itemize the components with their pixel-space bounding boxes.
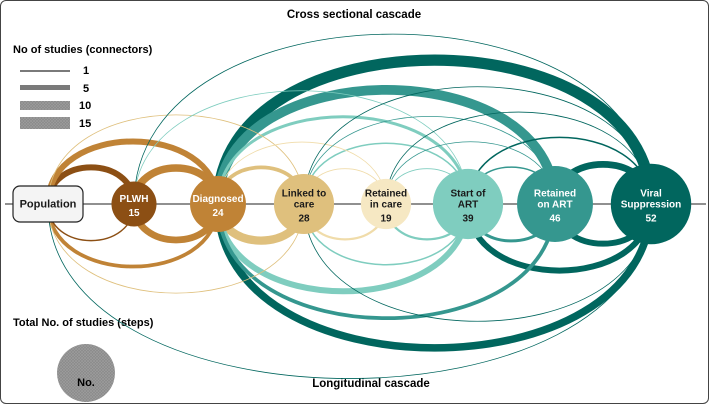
node-plwh: PLWH 15: [111, 181, 157, 227]
legend-label-1: 1: [83, 65, 89, 77]
node-shape-plwh: [111, 181, 157, 227]
node-label-viral: Suppression: [621, 200, 682, 211]
connector-population-to-viral-bottom: [47, 203, 652, 379]
legend-label-10: 10: [79, 100, 91, 112]
node-label-retained_art: Retained: [534, 189, 576, 200]
node-label-diagnosed: Diagnosed: [192, 194, 243, 205]
connector-linked-to-viral-bottom: [303, 203, 652, 322]
node-label-viral: Viral: [640, 189, 662, 200]
nodes: Population PLWH 15 Diagnosed 24 Linked tocare…: [12, 163, 692, 245]
bottom-title: Longitudinal cascade: [312, 378, 430, 390]
node-count-retained_art: 46: [549, 214, 561, 225]
node-label-linked: Linked to: [282, 189, 326, 200]
node-shape-retained_art: [517, 166, 593, 242]
legend-swatch-1: [20, 70, 70, 72]
node-population: Population: [12, 185, 84, 223]
node-count-retained_care: 19: [380, 214, 392, 225]
node-label-retained_care: in care: [370, 200, 403, 211]
legend-swatch-5: [20, 85, 70, 90]
connector-linked-to-viral-top: [303, 86, 652, 205]
connector-diagnosed-to-retained_art-bottom: [216, 202, 557, 321]
connector-linked-to-retained_art-top: [303, 116, 556, 205]
node-count-viral: 52: [645, 214, 657, 225]
node-label-retained_care: Retained: [365, 189, 407, 200]
node-shape-viral: [610, 163, 692, 245]
step-legend-circle: [57, 344, 115, 402]
connector-population-to-diagnosed-bottom: [46, 202, 220, 269]
legend-swatch-15: [20, 117, 70, 129]
connector-plwh-to-viral-top: [133, 33, 652, 205]
connector-diagnosed-to-start_art-bottom: [215, 201, 471, 295]
node-count-diagnosed: 24: [212, 208, 224, 219]
node-label-start_art: ART: [458, 200, 479, 211]
connector-legend: 1 5 10 15: [20, 65, 91, 130]
node-shape-population: [12, 185, 84, 223]
connector-diagnosed-to-viral-top: [212, 54, 657, 210]
node-count-linked: 28: [298, 214, 310, 225]
connector-diagnosed-to-retained_art-top: [213, 84, 560, 209]
node-count-plwh: 15: [128, 208, 140, 219]
legend-label-15: 15: [79, 118, 91, 130]
node-label-population: Population: [20, 199, 77, 211]
connector-population-to-diagnosed-top: [45, 138, 221, 207]
connector-diagnosed-to-viral-bottom: [214, 200, 655, 352]
connector-population-to-linked-bottom: [47, 203, 305, 294]
connector-diagnosed-to-start_art-top: [216, 115, 470, 206]
node-shape-linked: [273, 173, 335, 235]
node-label-retained_art: on ART: [537, 200, 572, 211]
connector-legend-title: No of studies (connectors): [13, 44, 153, 56]
node-count-start_art: 39: [462, 214, 474, 225]
node-shape-retained_care: [360, 178, 412, 230]
node-shape-start_art: [432, 168, 504, 240]
connector-retained_care-to-viral-top: [385, 111, 652, 205]
node-label-plwh: PLWH: [120, 194, 149, 205]
step-legend-label: No.: [77, 377, 95, 389]
node-diagnosed: Diagnosed 24: [190, 176, 246, 232]
node-shape-diagnosed: [190, 176, 246, 232]
top-title: Cross sectional cascade: [287, 9, 421, 21]
legend-swatch-10: [20, 101, 70, 110]
legend-label-5: 5: [83, 83, 89, 95]
connector-population-to-linked-top: [47, 114, 305, 205]
node-label-start_art: Start of: [451, 189, 487, 200]
connector-plwh-to-start_art-top: [133, 90, 469, 205]
step-legend-title: Total No. of studies (steps): [13, 317, 154, 329]
node-label-linked: care: [294, 200, 315, 211]
